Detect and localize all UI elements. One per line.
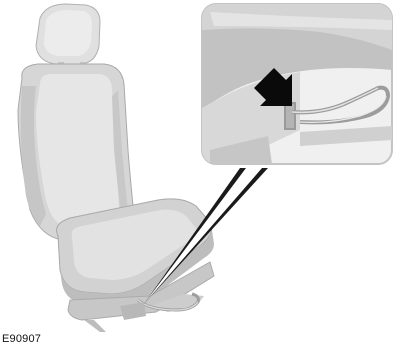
figure-code: E90907 (2, 333, 41, 345)
seat (18, 4, 214, 332)
callout-detail-box (202, 4, 392, 164)
